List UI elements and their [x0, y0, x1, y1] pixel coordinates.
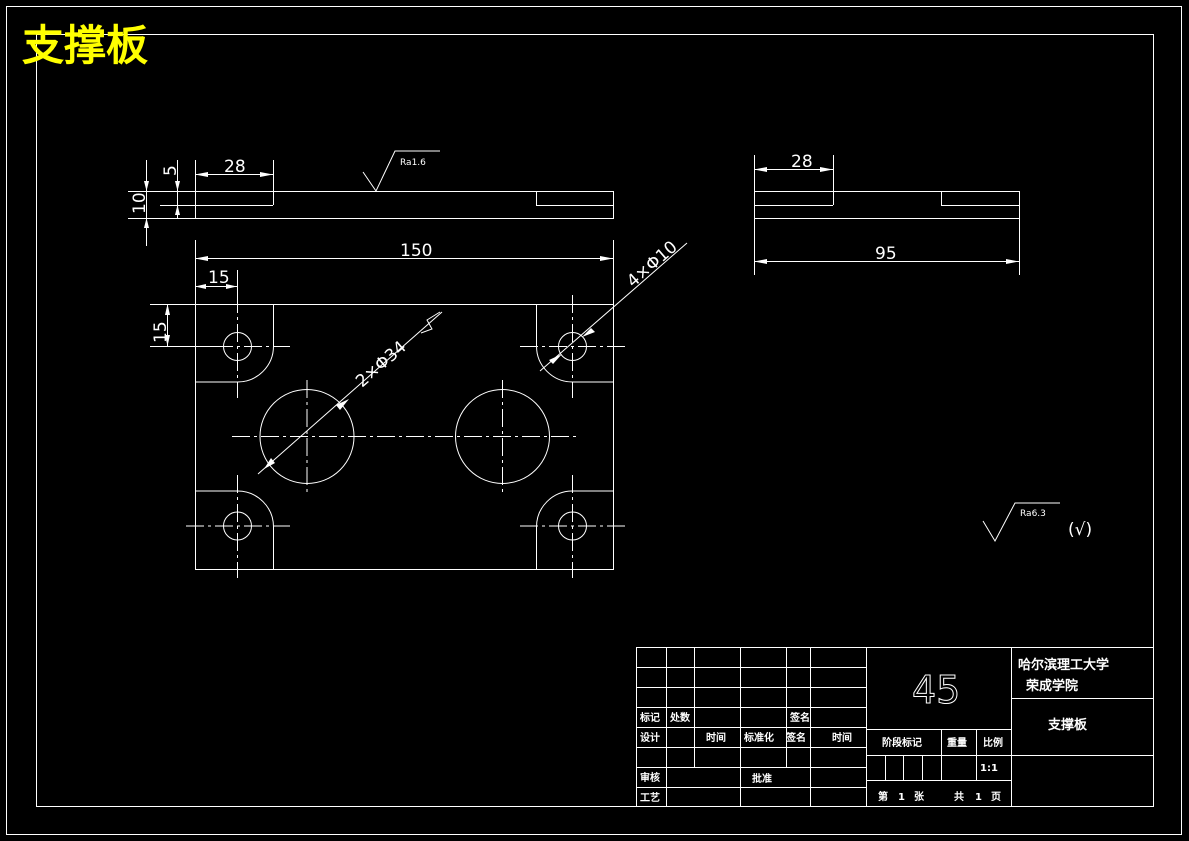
roughness-general-suffix: (√) [1068, 520, 1092, 540]
label-time2: 时间 [832, 731, 852, 744]
corner-slot [195, 490, 274, 570]
dim-large-holes: 2×Φ34 [352, 337, 410, 392]
label-count: 处数 [669, 711, 691, 724]
inner-frame [36, 34, 1154, 807]
part-name: 支撑板 [1047, 717, 1088, 733]
label-standardize: 标准化 [743, 731, 774, 744]
dim-hole-offset-x: 15 [208, 268, 230, 288]
school-line2: 荣成学院 [1025, 678, 1078, 694]
dim-side-slot-width: 28 [224, 157, 246, 177]
label-approve: 批准 [752, 772, 772, 785]
corner-slot [536, 490, 614, 570]
general-roughness: Ra6.3 (√) [982, 502, 1092, 543]
dim-side-slot-depth: 5 [161, 165, 181, 176]
roughness-top-label: Ra1.6 [400, 158, 426, 168]
label-mark: 标记 [639, 711, 660, 724]
total-number: 1 [975, 792, 982, 803]
sheet-unit: 张 [914, 790, 925, 803]
label-design: 设计 [640, 731, 660, 744]
dim-right-width: 95 [875, 244, 897, 264]
dim-overall-length: 150 [400, 241, 432, 261]
title-block: 标记 处数 签名 设计 时间 标准化 签名 时间 审核 批准 工艺 45 阶段标… [636, 647, 1154, 807]
label-time: 时间 [706, 731, 726, 744]
roughness-icon [982, 502, 1060, 543]
sheet-number: 1 [898, 792, 905, 803]
dim-side-thickness: 10 [130, 192, 150, 214]
label-signature2: 签名 [785, 731, 806, 744]
right-view: 28 95 [754, 152, 1020, 275]
label-review: 审核 [640, 771, 660, 784]
dim-small-holes: 4×Φ10 [623, 237, 681, 292]
dim-hole-offset-y: 15 [151, 321, 171, 343]
label-signature: 签名 [789, 711, 810, 724]
material-value: 45 [912, 668, 960, 712]
front-view: 150 15 15 [150, 237, 688, 578]
label-weight: 重量 [947, 736, 967, 749]
corner-slot [195, 304, 274, 383]
label-scale: 比例 [983, 736, 1003, 749]
dim-right-slot-width: 28 [791, 152, 813, 172]
side-view: Ra1.6 28 5 10 [128, 150, 614, 246]
scale-value: 1:1 [980, 763, 998, 774]
school-line1: 哈尔滨理工大学 [1018, 657, 1109, 673]
drawing-title: 支撑板 [22, 21, 148, 70]
sheet-prefix: 第 [878, 790, 888, 803]
roughness-small-icon [420, 311, 441, 334]
label-process: 工艺 [640, 791, 660, 804]
label-stage-mark: 阶段标记 [882, 736, 922, 749]
total-prefix: 共 [954, 790, 964, 803]
total-unit: 页 [991, 791, 1001, 803]
outer-frame [6, 6, 1182, 835]
roughness-general-label: Ra6.3 [1020, 509, 1046, 519]
roughness-icon [362, 150, 440, 193]
